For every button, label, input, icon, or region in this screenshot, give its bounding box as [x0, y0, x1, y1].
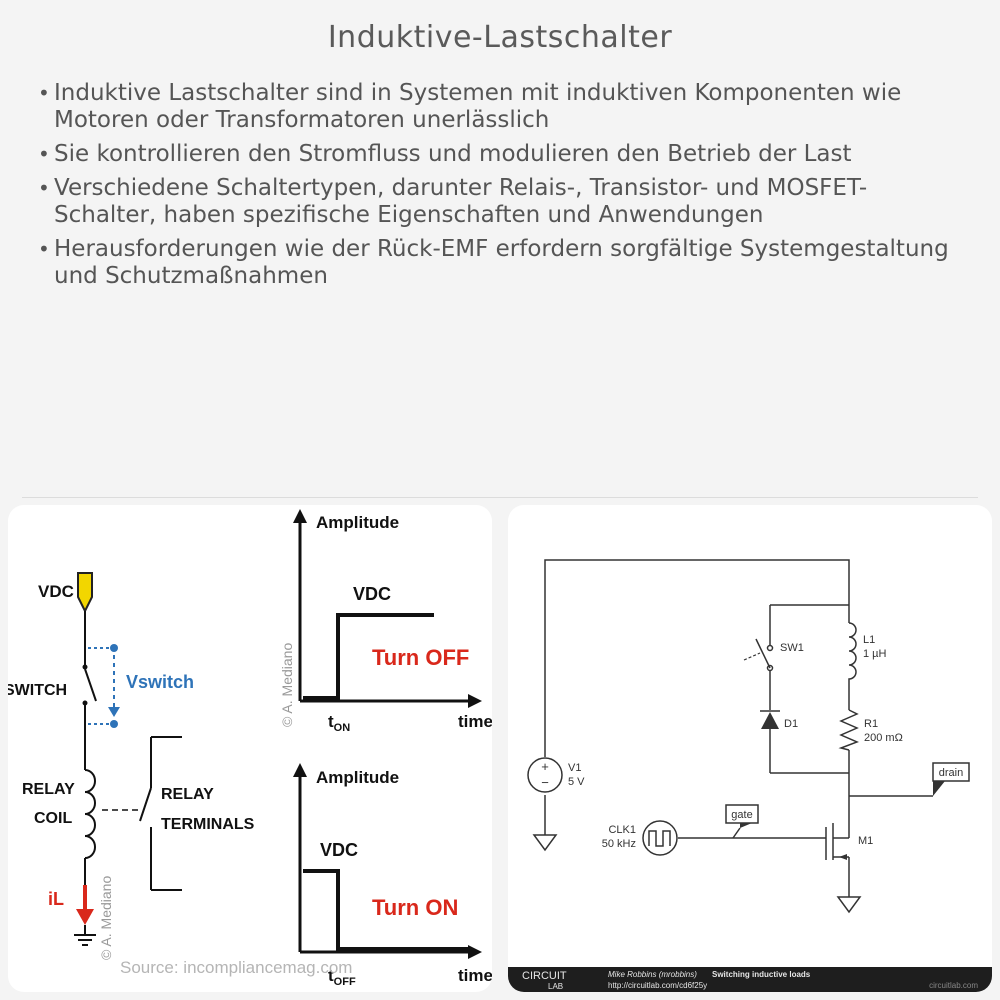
bullet-item: Induktive Lastschalter sind in Systemen …: [38, 80, 958, 134]
sw1-label: SW1: [780, 642, 804, 654]
footer-brand-2: LAB: [548, 982, 563, 991]
v1-value: 5 V: [568, 776, 585, 788]
footer-brand-1: CIRCUIT: [522, 970, 567, 982]
r1-name: R1: [864, 718, 878, 730]
l1-inductor-icon: [848, 622, 857, 680]
switch-contact: [84, 668, 97, 702]
source-text: Source: incompliancemag.com: [120, 958, 352, 977]
m1-mosfet-icon: [839, 854, 847, 860]
l1-value: 1 µH: [863, 648, 887, 660]
clk1-source-icon: [642, 820, 678, 856]
relay-terminals-label-1: RELAY: [161, 786, 214, 803]
d1-diode-icon: [760, 710, 780, 729]
m1-label: M1: [858, 835, 873, 847]
bullet-list: Induktive Lastschalter sind in Systemen …: [38, 80, 958, 297]
circuit-schematic: SW1 D1 L1 1 µH R1 200 mΩ + − V1 5 V drai…: [508, 559, 992, 992]
drain-label: drain: [939, 767, 963, 779]
ground-icon: [836, 896, 862, 914]
plot-off-copyright: © A. Mediano: [279, 643, 295, 727]
plot-off-xlabel: time: [458, 712, 492, 731]
plot-off-caption: Turn OFF: [372, 645, 469, 670]
page-title: Induktive-Lastschalter: [327, 20, 673, 55]
gate-tag: [725, 804, 759, 828]
plot-off-tick: tON: [328, 712, 350, 734]
plot-on-ylabel: Amplitude: [316, 768, 399, 787]
relay-terminal-contact: [139, 787, 152, 822]
circuit-schematic-panel: SW1 D1 L1 1 µH R1 200 mΩ + − V1 5 V drai…: [508, 505, 992, 992]
d1-label: D1: [784, 718, 798, 730]
relay-coil-label-2: COIL: [34, 810, 72, 827]
bullet-item: Herausforderungen wie der Rück-EMF erfor…: [38, 236, 958, 290]
svg-text:−: −: [541, 775, 549, 790]
copyright-text: © A. Mediano: [98, 876, 114, 960]
vdc-label: VDC: [38, 582, 74, 601]
bullet-item: Verschiedene Schaltertypen, darunter Rel…: [38, 175, 958, 229]
ground-icon: [532, 834, 558, 852]
circuitlab-footer: CIRCUIT LAB Mike Robbins (mrobbins) Swit…: [508, 967, 992, 992]
clk1-name: CLK1: [608, 824, 636, 836]
plot-off-level: VDC: [353, 584, 391, 604]
relay-coil-icon: [84, 769, 96, 859]
relay-terminals-label-2: TERMINALS: [161, 816, 255, 833]
plot-on-caption: Turn ON: [372, 895, 458, 920]
plot-off-waveform: [303, 613, 434, 700]
l1-name: L1: [863, 634, 875, 646]
il-label: iL: [48, 889, 64, 909]
plot-on-tick: tOFF: [328, 966, 356, 988]
il-arrow-icon: [76, 909, 94, 925]
relay-figure-panel: VDC SWITCH Vswitch RELAY COIL iL: [8, 505, 492, 992]
relay-figure: VDC SWITCH Vswitch RELAY COIL iL: [8, 509, 492, 988]
plot-off-ylabel: Amplitude: [316, 513, 399, 532]
plot-turn-on: Amplitude VDC Turn ON tOFF time: [293, 763, 492, 988]
gate-label: gate: [731, 809, 752, 821]
footer-author: Mike Robbins (mrobbins): [608, 970, 697, 979]
plot-turn-off: Amplitude VDC Turn OFF tON time © A. Med…: [279, 509, 492, 734]
footer-title: Switching inductive loads: [712, 970, 811, 979]
plot-on-waveform: [303, 869, 468, 951]
drain-tag: [932, 762, 970, 796]
svg-text:+: +: [541, 759, 549, 774]
footer-site: circuitlab.com: [929, 981, 978, 990]
footer-url: http://circuitlab.com/cd6f25y: [608, 981, 707, 990]
plot-on-level: VDC: [320, 840, 358, 860]
sw1-switch-icon: [743, 638, 774, 672]
clk1-value: 50 kHz: [602, 838, 636, 850]
v1-name: V1: [568, 762, 581, 774]
divider: [22, 497, 978, 498]
plot-on-xlabel: time: [458, 966, 492, 985]
bullet-item: Sie kontrollieren den Stromfluss und mod…: [38, 141, 958, 168]
switch-label: SWITCH: [8, 682, 67, 699]
relay-coil-label-1: RELAY: [22, 781, 75, 798]
r1-resistor-icon: [838, 709, 859, 751]
vdc-probe-icon: [77, 572, 93, 614]
v1-source-icon: + −: [527, 757, 563, 793]
r1-value: 200 mΩ: [864, 732, 903, 744]
vswitch-label: Vswitch: [126, 672, 194, 692]
